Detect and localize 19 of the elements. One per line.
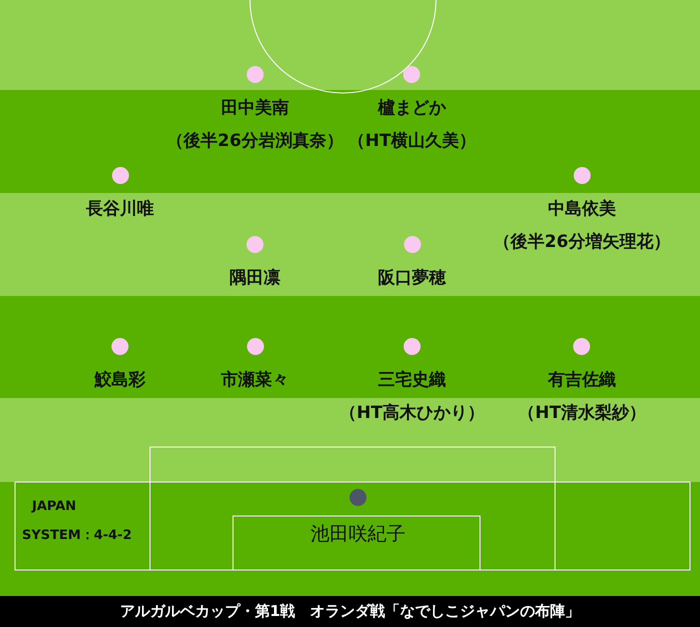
substitution-note: （HT清水梨紗） — [518, 402, 646, 425]
player-name: 阪口夢穂 — [378, 267, 446, 290]
caption-bar: アルガルベカップ・第1戦 オランダ戦「なでしこジャパンの布陣」 — [0, 596, 700, 627]
player-name: 櫨まどか — [378, 97, 446, 120]
team-label: JAPAN — [32, 499, 76, 514]
player-name: 隅田凛 — [230, 267, 280, 290]
player-name: 池田咲紀子 — [310, 522, 406, 547]
player-name: 長谷川唯 — [86, 198, 154, 221]
substitution-note: （後半26分岩渕真奈） — [166, 130, 344, 153]
player-name: 田中美南 — [221, 97, 289, 120]
player-name: 有吉佐織 — [548, 369, 616, 392]
player-name: 三宅史織 — [378, 369, 446, 392]
player-name: 鮫島彩 — [94, 369, 146, 392]
system-label: SYSTEM：4-4-2 — [22, 527, 132, 544]
substitution-note: （後半26分増矢理花） — [494, 231, 670, 254]
player-name: 市瀬菜々 — [221, 369, 289, 392]
player-name: 中島依美 — [548, 198, 616, 221]
substitution-note: （HT横山久美） — [348, 130, 476, 153]
substitution-note: （HT高木ひかり） — [340, 402, 484, 425]
